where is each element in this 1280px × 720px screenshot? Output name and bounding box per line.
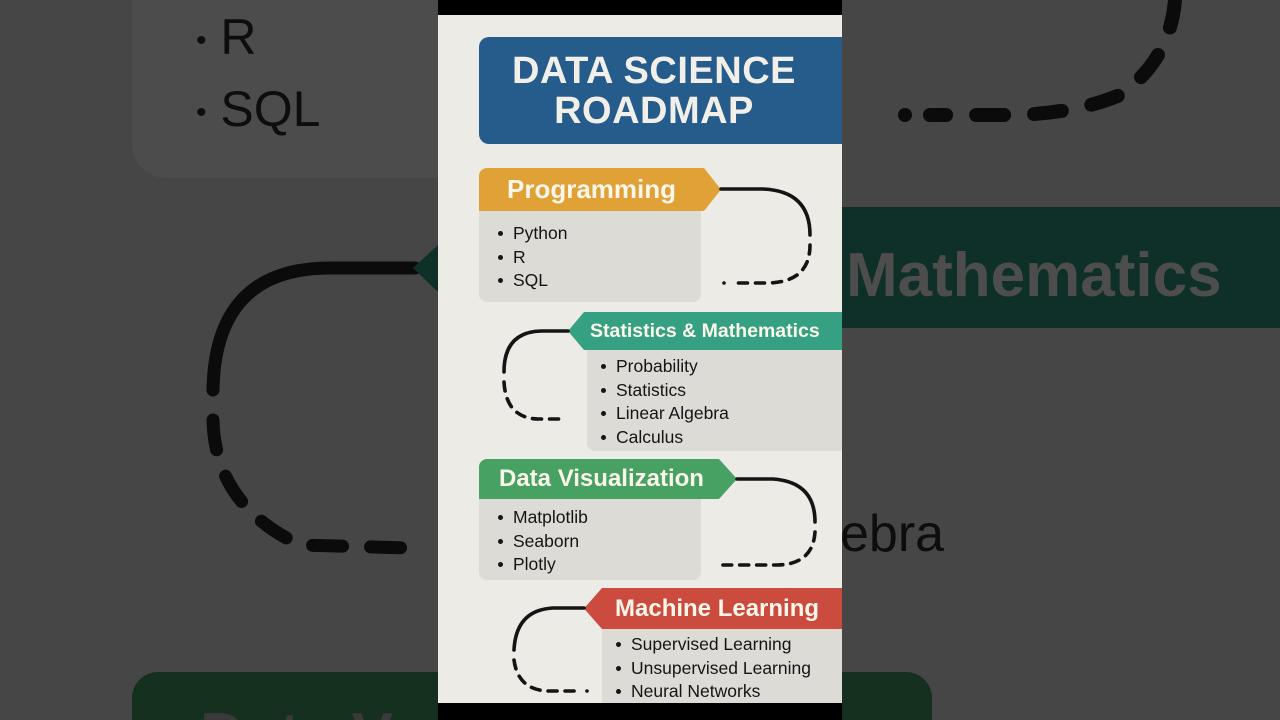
bullet-icon [498,278,503,284]
bg-algebra-fragment: ebra [840,505,945,563]
bg-visualization-text: Data V [200,700,393,720]
bullet-icon [601,411,606,417]
bullet-icon [498,562,503,568]
bg-item-sql: • SQL [196,81,321,137]
bullet-icon [498,231,503,237]
bg-statistics-text: Mathematics [846,241,1222,310]
list-item: Neural Networks [616,680,842,704]
title-line-2: ROADMAP [554,89,754,132]
title-banner: DATA SCIENCE ROADMAP [479,37,842,144]
bullet-icon [601,387,606,393]
list-item: Probability [601,355,842,379]
section-list-machine-learning: Supervised Learning Unsupervised Learnin… [602,629,842,709]
list-item: Python [498,222,701,246]
bullet-icon [616,665,621,671]
section-list-statistics: Probability Statistics Linear Algebra Ca… [587,350,842,451]
section-heading-programming: Programming [479,168,721,211]
list-item: Seaborn [498,530,701,554]
list-item: Supervised Learning [616,633,842,657]
bullet-icon [498,254,503,260]
bullet-icon [601,434,606,440]
bullet-icon [616,689,621,695]
bg-item-r: • R [196,9,257,65]
bg-statistics-banner [842,207,1280,328]
list-item: Linear Algebra [601,402,842,426]
list-item: Unsupervised Learning [616,657,842,681]
bullet-icon [498,515,503,521]
title-line-1: DATA SCIENCE [512,49,796,92]
section-list-programming: Python R SQL [479,211,701,302]
section-heading-machine-learning: Machine Learning [584,588,842,629]
section-heading-statistics: Statistics & Mathematics [568,312,842,350]
list-item: Statistics [601,379,842,403]
section-list-visualization: Matplotlib Seaborn Plotly [479,499,701,580]
list-item: R [498,246,701,270]
bullet-icon [616,642,621,648]
list-item: Plotly [498,553,701,577]
section-heading-visualization: Data Visualization [479,459,737,499]
letterbox-bottom [438,703,842,720]
roadmap-card: DATA SCIENCE ROADMAP Programming Python … [438,0,842,720]
list-item: SQL [498,269,701,293]
list-item: Matplotlib [498,506,701,530]
letterbox-top [438,0,842,15]
bullet-icon [601,364,606,370]
bullet-icon [498,538,503,544]
list-item: Calculus [601,426,842,450]
